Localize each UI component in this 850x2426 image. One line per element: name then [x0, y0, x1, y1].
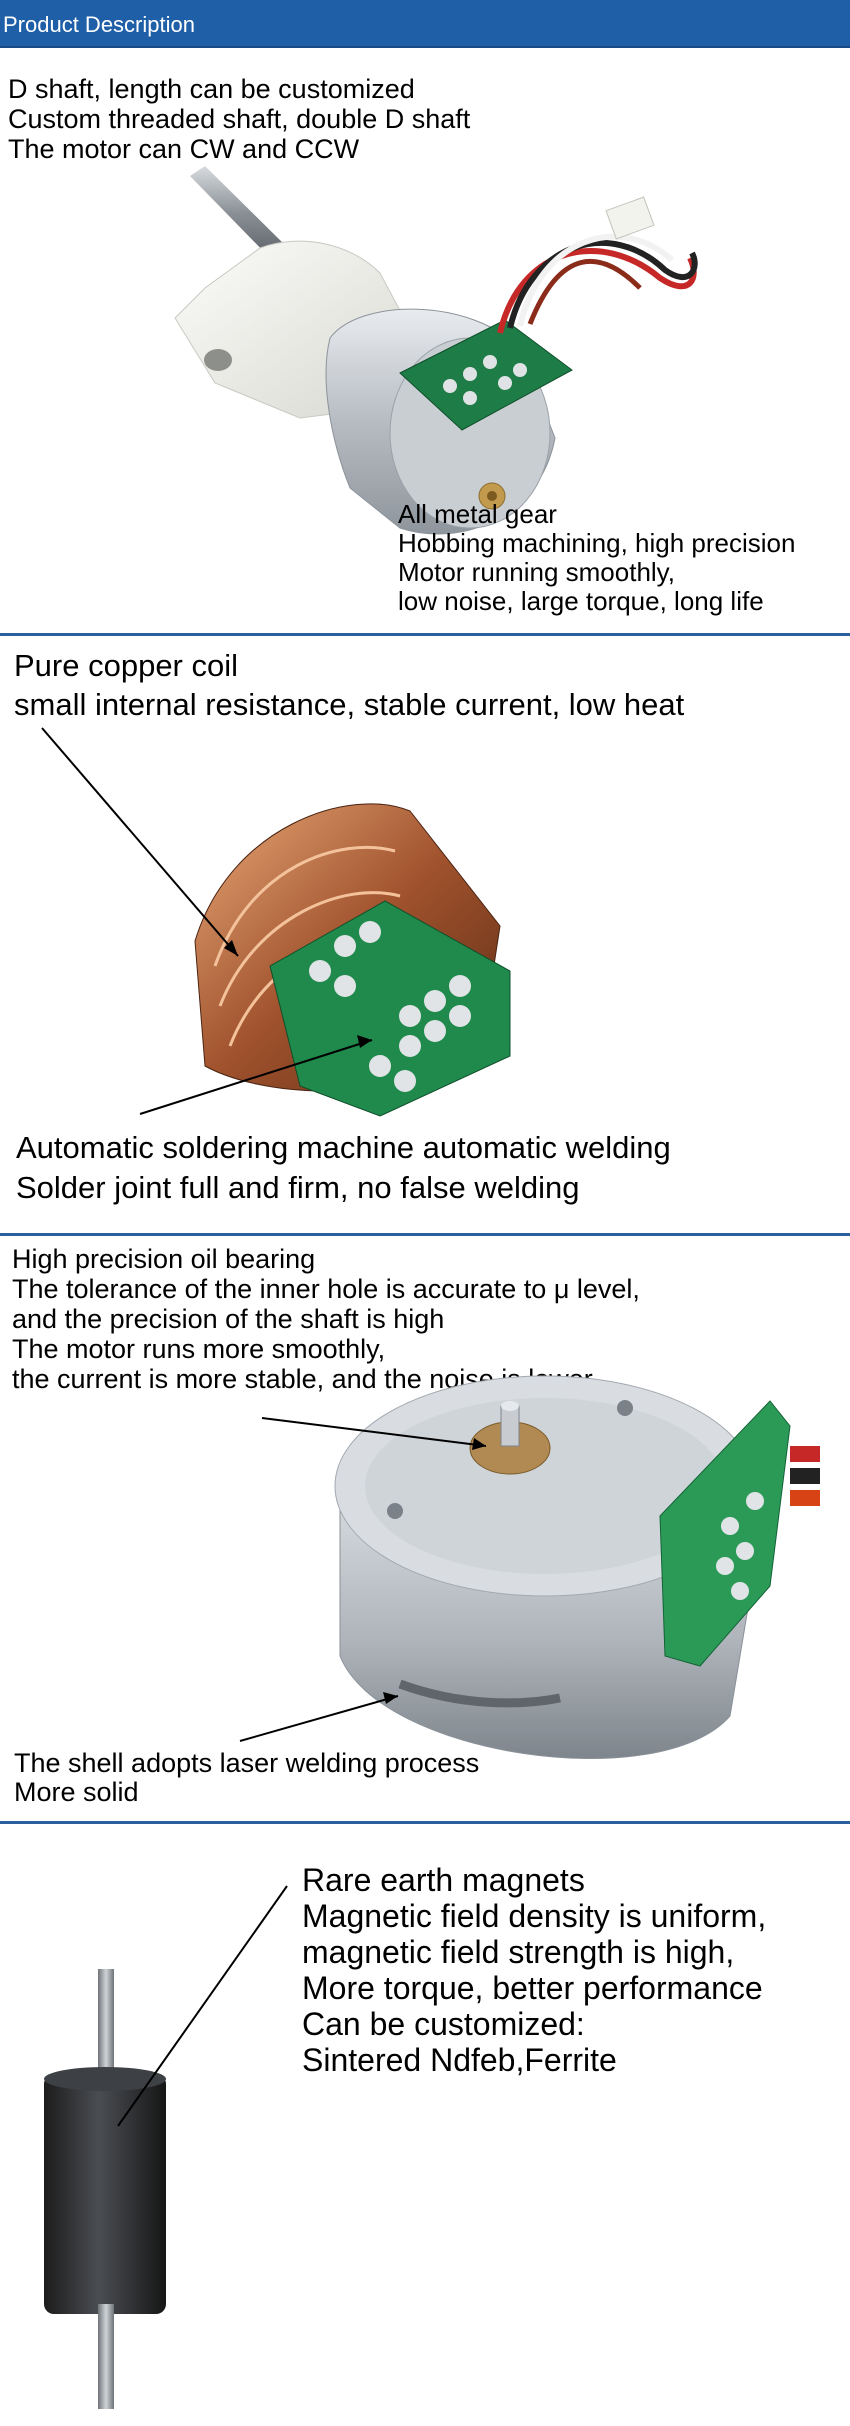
- feature-line: Solder joint full and firm, no false wel…: [16, 1170, 580, 1205]
- feature-line: Hobbing machining, high precision: [398, 528, 796, 558]
- feature-line: All metal gear: [398, 499, 557, 529]
- feature-line: High precision oil bearing: [12, 1244, 316, 1274]
- section-divider: [0, 1821, 850, 1824]
- section-copper-coil: Pure copper coil small internal resistan…: [0, 636, 850, 1232]
- feature-line: Automatic soldering machine automatic we…: [16, 1130, 671, 1165]
- feature-line: and the precision of the shaft is high: [12, 1304, 445, 1334]
- copper-coil-image: [41, 727, 511, 1117]
- section-divider: [0, 1233, 850, 1236]
- feature-line: D shaft, length can be customized: [8, 74, 415, 104]
- feature-line: More solid: [14, 1777, 139, 1807]
- feature-line: Sintered Ndfeb,Ferrite: [302, 2042, 617, 2078]
- feature-line: Pure copper coil: [14, 648, 239, 683]
- feature-line: Magnetic field density is uniform,: [302, 1898, 767, 1934]
- section-gear-motor: D shaft, length can be customized Custom…: [0, 48, 850, 632]
- feature-line: Can be customized:: [302, 2006, 585, 2042]
- feature-line: The motor runs more smoothly,: [12, 1334, 386, 1364]
- geared-motor-image: [174, 166, 698, 535]
- feature-line: The motor can CW and CCW: [8, 134, 360, 164]
- page-title: Product Description: [3, 12, 195, 37]
- section-divider: [0, 633, 850, 636]
- motor-bearing-image: [239, 1375, 820, 1759]
- section-magnets: Rare earth magnets Magnetic field densit…: [0, 1824, 850, 2426]
- rotor-magnet-image: [44, 1885, 288, 2409]
- feature-line: Motor running smoothly,: [398, 557, 675, 587]
- feature-line: small internal resistance, stable curren…: [14, 687, 685, 722]
- feature-line: magnetic field strength is high,: [302, 1934, 735, 1970]
- feature-line: low noise, large torque, long life: [398, 586, 764, 616]
- section-oil-bearing: High precision oil bearing The tolerance…: [0, 1236, 850, 1820]
- feature-line: Custom threaded shaft, double D shaft: [8, 104, 471, 134]
- feature-line: The shell adopts laser welding process: [14, 1748, 480, 1778]
- feature-line: More torque, better performance: [302, 1970, 763, 2006]
- feature-line: Rare earth magnets: [302, 1862, 585, 1898]
- page-header: Product Description: [0, 0, 850, 48]
- feature-line: The tolerance of the inner hole is accur…: [12, 1274, 640, 1304]
